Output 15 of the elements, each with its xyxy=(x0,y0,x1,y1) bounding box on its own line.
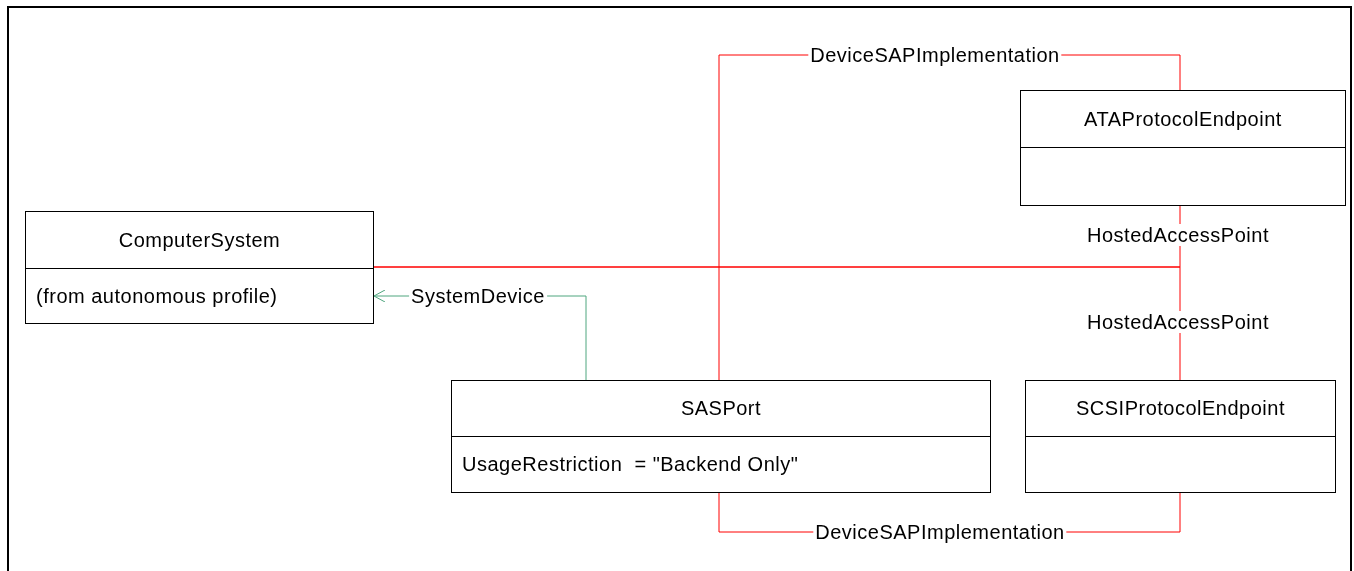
class-attribute: (from autonomous profile) xyxy=(36,284,278,308)
class-name: SASPort xyxy=(680,397,762,420)
edge-label: HostedAccessPoint xyxy=(1085,311,1271,333)
class-attribute: UsageRestriction = "Backend Only" xyxy=(462,453,799,476)
edge-label: HostedAccessPoint xyxy=(1085,224,1271,246)
edge-label: DeviceSAPImplementation xyxy=(808,44,1062,66)
edge-label: DeviceSAPImplementation xyxy=(813,521,1067,543)
class-box xyxy=(25,211,374,324)
class-box xyxy=(1020,90,1346,206)
class-box xyxy=(451,380,991,493)
class-name: SCSIProtocolEndpoint xyxy=(1076,397,1285,420)
edge-label: SystemDevice xyxy=(409,285,547,307)
class-name: ATAProtocolEndpoint xyxy=(1084,107,1282,131)
class-name: ComputerSystem xyxy=(118,228,281,252)
class-box xyxy=(1025,380,1336,493)
